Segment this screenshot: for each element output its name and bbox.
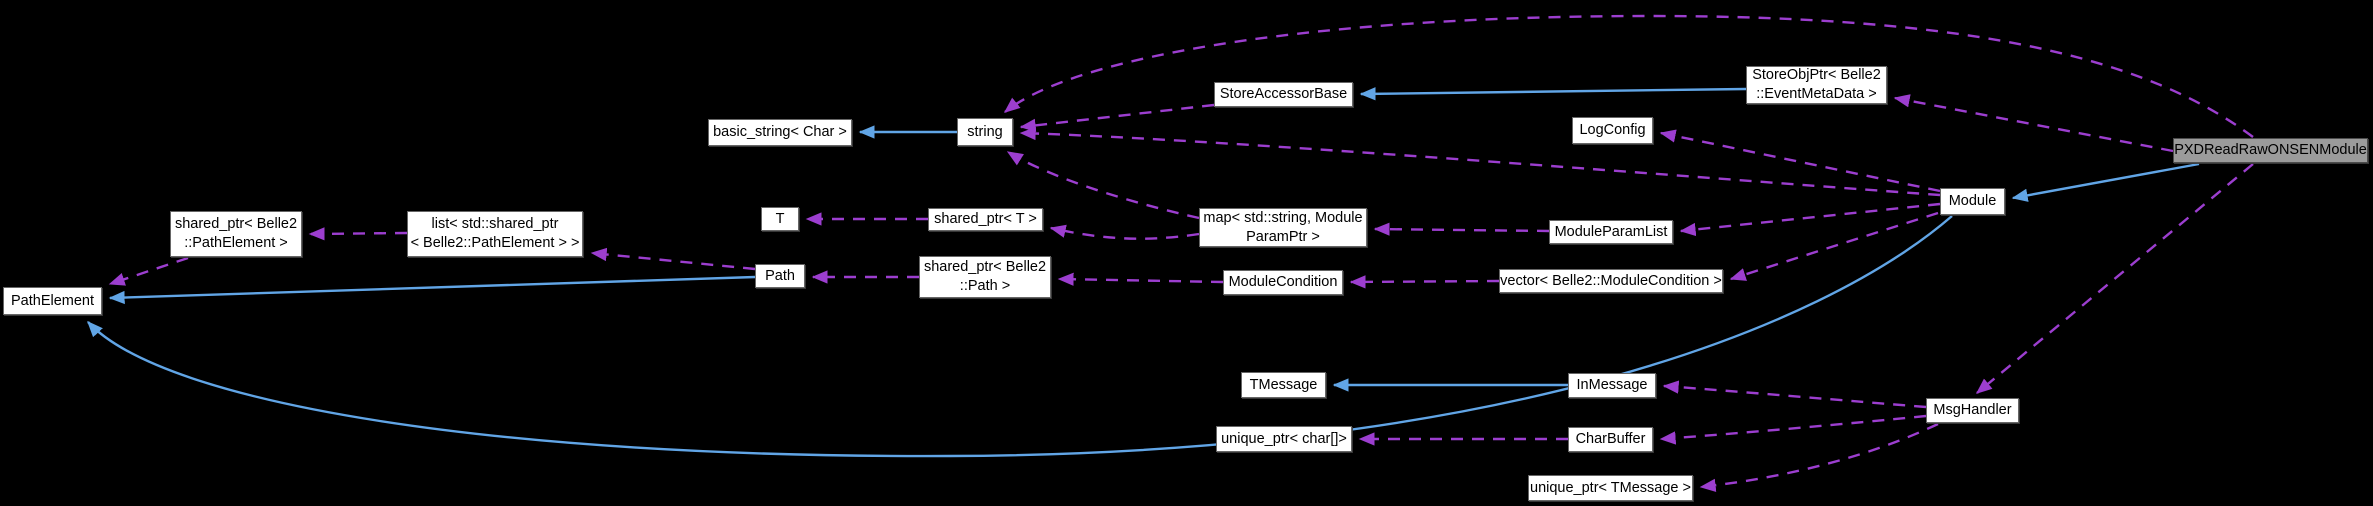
edge-storeaccessorbase-to-string	[1019, 103, 1215, 132]
node-list-sptr-pathelement[interactable]: list< std::shared_ptr < Belle2::PathElem…	[407, 211, 583, 257]
edge-path-to-list-sptr-pathelement	[590, 247, 756, 271]
edge-msghandler-to-inmessage	[1662, 380, 1927, 409]
node-storeobjptr[interactable]: StoreObjPtr< Belle2 ::EventMetaData >	[1746, 66, 1887, 104]
node-moduleparamlist[interactable]: ModuleParamList	[1549, 220, 1673, 244]
node-vector-modulecondition[interactable]: vector< Belle2::ModuleCondition >	[1499, 269, 1723, 293]
node-pathelement[interactable]: PathElement	[3, 287, 102, 315]
edge-map-param-to-sptr-t	[1049, 224, 1200, 240]
node-charbuffer[interactable]: CharBuffer	[1568, 427, 1653, 452]
edge-pxdreadrawonsenmodule-to-module	[2011, 162, 2200, 202]
node-map-param[interactable]: map< std::string, Module ParamPtr >	[1199, 208, 1367, 247]
edge-sptr-pathelement-to-pathelement	[108, 256, 189, 286]
edge-pxdreadrawonsenmodule-to-storeobjptr	[1893, 94, 2174, 153]
node-sptr-pathelement[interactable]: shared_ptr< Belle2 ::PathElement >	[170, 211, 302, 257]
edge-moduleparamlist-to-map-param	[1373, 222, 1550, 236]
edge-module-to-string	[1019, 126, 1941, 197]
node-modulecondition[interactable]: ModuleCondition	[1223, 270, 1343, 295]
edge-vector-modulecondition-to-modulecondition	[1349, 275, 1500, 289]
node-storeaccessorbase[interactable]: StoreAccessorBase	[1214, 82, 1353, 107]
node-uptr-char[interactable]: unique_ptr< char[]>	[1216, 426, 1352, 452]
edge-pxdreadrawonsenmodule-to-msghandler	[1975, 163, 2254, 394]
node-inmessage[interactable]: InMessage	[1568, 373, 1656, 398]
node-path[interactable]: Path	[755, 264, 805, 288]
edge-module-to-logconfig	[1659, 129, 1941, 193]
edge-msghandler-to-charbuffer	[1659, 414, 1927, 445]
edge-storeobjptr-to-storeaccessorbase	[1359, 87, 1747, 101]
node-module[interactable]: Module	[1940, 188, 2005, 215]
node-tmessage[interactable]: TMessage	[1241, 372, 1326, 398]
node-uptr-tmessage[interactable]: unique_ptr< TMessage >	[1528, 475, 1693, 501]
edge-path-to-pathelement	[108, 275, 756, 305]
node-logconfig[interactable]: LogConfig	[1572, 117, 1653, 144]
node-t[interactable]: T	[761, 207, 799, 231]
node-string[interactable]: string	[957, 118, 1013, 146]
edge-module-to-pathelement	[87, 215, 1953, 458]
node-sptr-t[interactable]: shared_ptr< T >	[928, 208, 1043, 231]
node-pxdreadrawonsenmodule[interactable]: PXDReadRawONSENModule	[2173, 138, 2368, 163]
edge-msghandler-to-uptr-tmessage	[1699, 422, 1939, 492]
node-basic-string[interactable]: basic_string< Char >	[708, 119, 852, 146]
edge-modulecondition-to-sptr-path	[1057, 272, 1224, 286]
edge-map-param-to-string	[1006, 150, 1200, 220]
edge-list-sptr-pathelement-to-sptr-pathelement	[308, 227, 408, 241]
edge-module-to-vector-modulecondition	[1729, 211, 1939, 281]
node-sptr-path[interactable]: shared_ptr< Belle2 ::Path >	[919, 256, 1051, 298]
node-msghandler[interactable]: MsgHandler	[1926, 398, 2019, 423]
edge-module-to-moduleparamlist	[1679, 202, 1941, 237]
